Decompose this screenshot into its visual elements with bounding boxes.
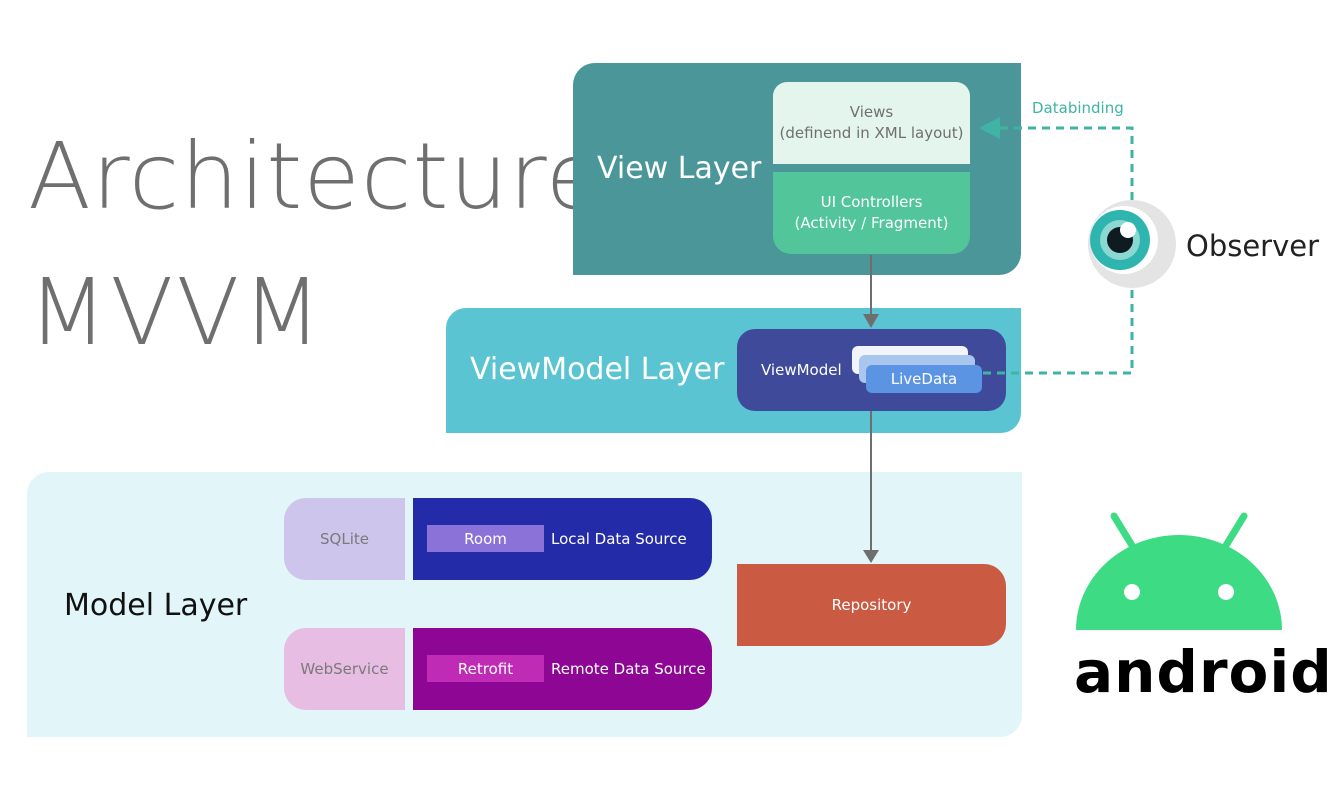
observer-label: Observer <box>1186 229 1320 263</box>
view-to-viewmodel-arrow <box>863 255 879 328</box>
webservice-box: WebService <box>284 628 405 710</box>
sqlite-label: SQLite <box>320 530 369 548</box>
ui-controllers-title: UI Controllers <box>820 193 923 211</box>
viewmodel-to-repository-arrow <box>863 411 879 563</box>
model-layer-label: Model Layer <box>64 588 248 623</box>
livedata-label: LiveData <box>890 370 958 388</box>
view-layer-label: View Layer <box>597 151 762 186</box>
android-robot-icon <box>1076 512 1282 630</box>
local-data-source-label: Local Data Source <box>551 530 687 548</box>
retrofit-label: Retrofit <box>457 659 514 678</box>
livedata-card: LiveData <box>866 365 982 393</box>
webservice-label: WebService <box>300 660 389 678</box>
remote-data-source-box: Retrofit Remote Data Source <box>413 628 712 710</box>
sqlite-box: SQLite <box>284 498 405 580</box>
title-mvvm: MVVM <box>28 259 325 366</box>
repository-label: Repository <box>831 596 912 614</box>
retrofit-chip: Retrofit <box>427 655 544 682</box>
room-chip: Room <box>427 525 544 552</box>
viewmodel-layer-label: ViewModel Layer <box>470 352 725 387</box>
views-box: Views (definend in XML layout) <box>773 82 970 164</box>
local-data-source-box: Room Local Data Source <box>413 498 712 580</box>
remote-data-source-label: Remote Data Source <box>551 660 706 678</box>
room-label: Room <box>464 529 507 548</box>
views-subtitle: (definend in XML layout) <box>779 124 964 142</box>
views-title: Views <box>849 103 894 121</box>
viewmodel-box: ViewModel LiveData <box>737 329 1006 411</box>
title-architecture: Architecture <box>28 123 604 230</box>
ui-controllers-subtitle: (Activity / Fragment) <box>794 214 949 232</box>
viewmodel-label: ViewModel <box>761 361 842 379</box>
eye-icon <box>1088 200 1176 288</box>
android-wordmark: android <box>1074 638 1332 706</box>
databinding-label: Databinding <box>1032 99 1124 117</box>
repository-box: Repository <box>737 564 1006 646</box>
ui-controllers-box: UI Controllers (Activity / Fragment) <box>773 172 970 254</box>
